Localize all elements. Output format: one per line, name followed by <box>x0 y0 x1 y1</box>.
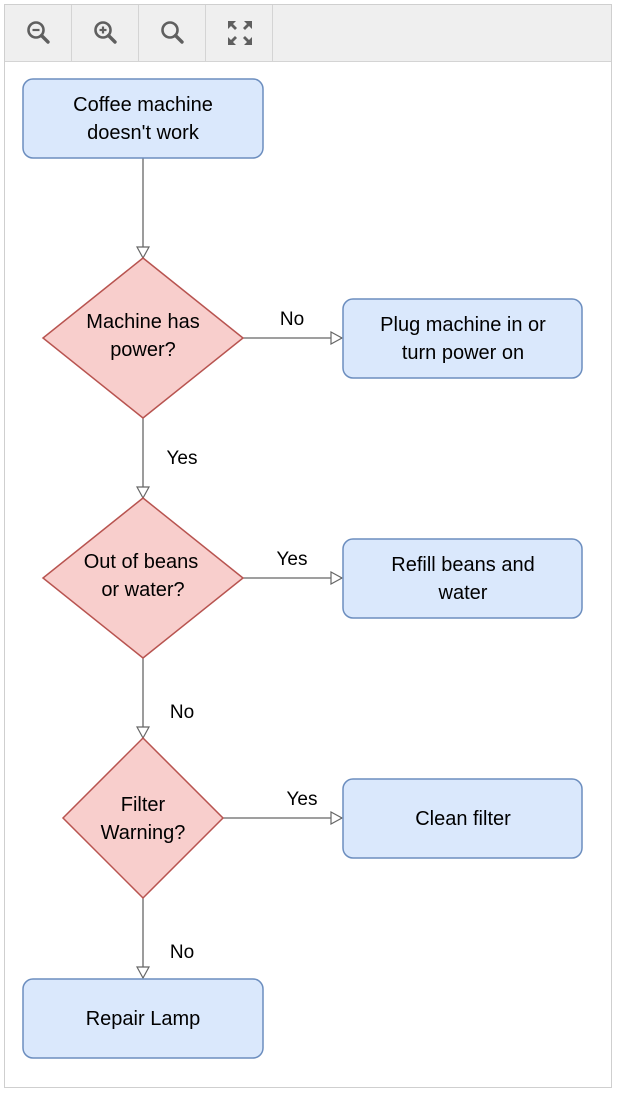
decision-diamond <box>41 257 245 419</box>
node-coffee-machine-doesnt-work[interactable]: Coffee machine doesn't work <box>22 78 264 159</box>
edge-filter-yes: Yes <box>223 789 342 818</box>
zoom-in-button[interactable] <box>72 5 139 61</box>
edge-beans-no: No <box>143 658 194 738</box>
edge-label-beans-yes: Yes <box>277 549 308 570</box>
zoom-out-button[interactable] <box>5 5 72 61</box>
zoom-reset-icon <box>161 21 184 44</box>
process-box <box>342 538 583 619</box>
fit-button[interactable] <box>206 5 273 61</box>
node-label-line: Filter <box>121 794 166 816</box>
process-box <box>22 978 264 1059</box>
node-label-line: Coffee machine <box>73 94 213 116</box>
node-label-line: turn power on <box>402 342 524 364</box>
node-machine-has-power[interactable]: Machine has power? <box>41 257 245 419</box>
node-refill-beans-and-water[interactable]: Refill beans and water <box>342 538 583 619</box>
node-label-line: Warning? <box>101 822 186 844</box>
process-box <box>342 778 583 859</box>
zoom-reset-button[interactable] <box>139 5 206 61</box>
node-label-line: Plug machine in or <box>380 314 546 336</box>
node-filter-warning[interactable]: Filter Warning? <box>61 736 225 900</box>
node-label-line: or water? <box>101 579 184 601</box>
edge-label-beans-no: No <box>170 702 194 723</box>
decision-diamond <box>41 497 245 659</box>
node-label-line: Out of beans <box>84 551 199 573</box>
edge-label-filter-no: No <box>170 942 194 963</box>
edge-filter-no: No <box>143 898 194 978</box>
zoom-in-icon <box>94 21 117 44</box>
process-box <box>342 298 583 379</box>
process-box <box>22 78 264 159</box>
toolbar <box>5 5 611 62</box>
node-clean-filter[interactable]: Clean filter <box>342 778 583 859</box>
node-label-line: Machine has <box>86 311 199 333</box>
edge-label-filter-yes: Yes <box>287 789 318 810</box>
node-label-line: doesn't work <box>87 122 200 144</box>
node-label-line: power? <box>110 339 176 361</box>
node-out-of-beans-or-water[interactable]: Out of beans or water? <box>41 497 245 659</box>
edge-power-yes: Yes <box>143 418 198 498</box>
zoom-out-icon <box>27 21 50 44</box>
node-label-line: Refill beans and <box>391 554 534 576</box>
decision-diamond <box>61 736 225 900</box>
edge-beans-yes: Yes <box>243 549 342 578</box>
node-plug-machine-in[interactable]: Plug machine in or turn power on <box>342 298 583 379</box>
node-repair-lamp[interactable]: Repair Lamp <box>22 978 264 1059</box>
node-label-line: Repair Lamp <box>86 1008 201 1030</box>
fit-icon <box>228 21 252 45</box>
edge-label-power-yes: Yes <box>167 448 198 469</box>
edge-label-power-no: No <box>280 309 304 330</box>
node-label-line: water <box>438 582 488 604</box>
edge-power-no: No <box>243 309 342 338</box>
node-label-line: Clean filter <box>415 808 511 830</box>
